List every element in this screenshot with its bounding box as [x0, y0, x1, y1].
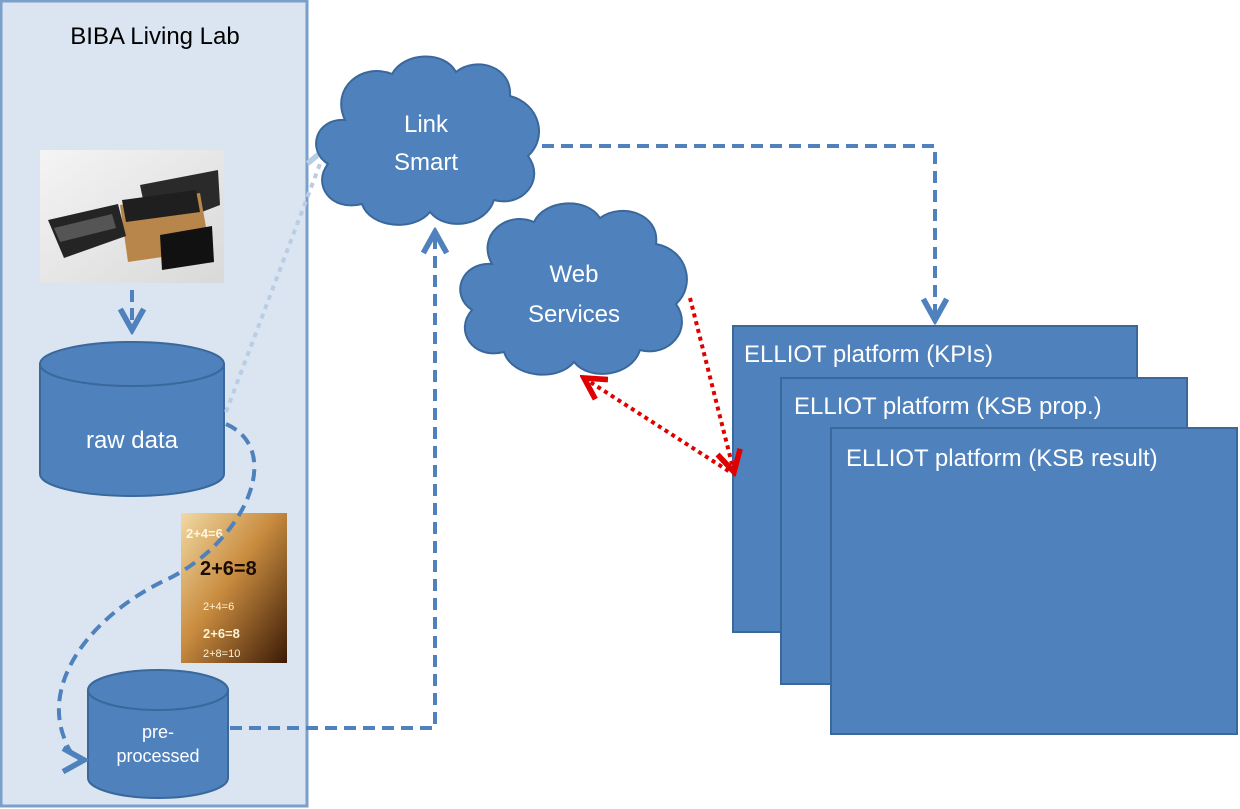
device-chip	[160, 226, 214, 270]
math-text-1: 2+4=6	[186, 526, 223, 541]
link-smart-label-line1: Link	[404, 111, 449, 138]
platform-ksb-result-box	[830, 427, 1238, 735]
arrow-platform-to-web-services	[584, 378, 732, 474]
link-smart-cloud-shape	[315, 55, 540, 226]
arrow-raw-to-link-smart	[224, 148, 326, 413]
platform-ksb-prop-label: ELLIOT platform (KSB prop.)	[794, 393, 1102, 420]
platform-stack: ELLIOT platform (KPIs) ELLIOT platform (…	[732, 325, 1238, 735]
device-photo	[40, 150, 224, 283]
preprocessed-body	[87, 689, 229, 799]
platform-kpis-label: ELLIOT platform (KPIs)	[744, 341, 993, 368]
device-plug-detail	[54, 214, 116, 242]
raw-data-top	[39, 341, 225, 387]
link-smart-label-line2: Smart	[394, 149, 458, 176]
math-photo-background	[181, 513, 287, 663]
raw-data-body	[39, 363, 225, 497]
math-text-3: 2+4=6	[203, 601, 234, 613]
arrow-raw-to-preprocessed	[56, 422, 257, 760]
preprocessed-label-line1: pre-	[142, 722, 174, 742]
preprocessed-cylinder: pre- processed	[87, 669, 229, 799]
arrow-web-services-to-platform	[688, 297, 734, 472]
web-services-label-line1: Web	[550, 261, 599, 288]
web-services-cloud-shape	[459, 202, 688, 376]
math-equations-photo: 2+4=6 2+6=8 2+4=6 2+6=8 2+8=10	[181, 513, 287, 663]
link-smart-cloud: Link Smart	[315, 55, 540, 226]
preprocessed-top	[87, 669, 229, 711]
living-lab-title: BIBA Living Lab	[70, 23, 239, 50]
device-connector	[122, 190, 200, 222]
web-services-cloud: Web Services	[459, 202, 688, 376]
raw-data-label: raw data	[86, 427, 179, 454]
math-text-2: 2+6=8	[200, 558, 257, 580]
platform-ksb-result-label: ELLIOT platform (KSB result)	[846, 445, 1158, 472]
web-services-label-line2: Services	[528, 301, 620, 328]
preprocessed-label-line2: processed	[116, 746, 199, 766]
platform-ksb-result: ELLIOT platform (KSB result)	[830, 427, 1238, 735]
math-text-4: 2+6=8	[203, 626, 240, 641]
arrow-preprocessed-to-link-smart	[230, 232, 435, 730]
raw-data-cylinder: raw data	[39, 341, 225, 497]
math-text-5: 2+8=10	[203, 648, 240, 660]
